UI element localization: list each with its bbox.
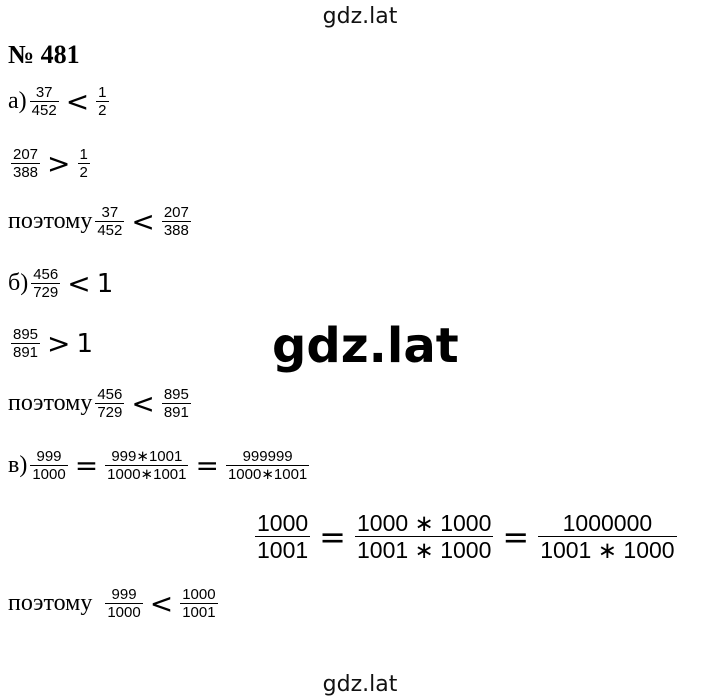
relation-sign: > <box>47 327 71 361</box>
part-b-label: б) <box>8 270 29 297</box>
relation-sign: > <box>47 147 71 181</box>
relation-sign: < <box>131 387 155 421</box>
relation-sign: < <box>65 85 90 119</box>
equals-sign: = <box>319 517 346 556</box>
therefore-word: поэтому <box>8 208 93 235</box>
problem-number: № 481 <box>8 40 80 69</box>
part-c-label: в) <box>8 452 28 479</box>
equals-sign: = <box>74 449 99 483</box>
part-a-label: а) <box>8 88 27 115</box>
therefore-word: поэтому <box>8 390 93 417</box>
equals-sign: = <box>502 517 530 556</box>
watermark-center: gdz.lat <box>272 318 459 374</box>
therefore-word: поэтому <box>8 590 93 617</box>
equals-sign: = <box>195 449 219 483</box>
relation-sign: < <box>67 267 91 301</box>
watermark-top: gdz.lat <box>322 4 398 29</box>
number-one: 1 <box>76 328 94 359</box>
relation-sign: < <box>131 205 155 239</box>
relation-sign: < <box>149 587 174 621</box>
number-one: 1 <box>96 268 114 299</box>
watermark-bottom: gdz.lat <box>322 672 398 697</box>
